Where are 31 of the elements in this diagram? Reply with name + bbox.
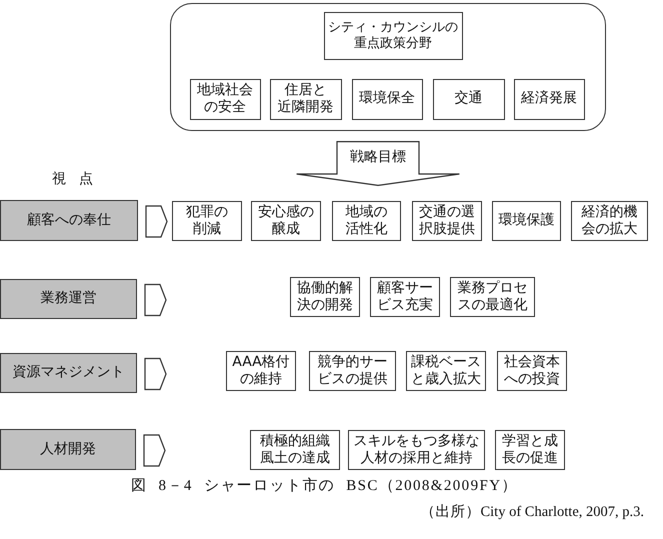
text-box: 地域の活性化: [332, 201, 401, 241]
shaded-box: 業務運営: [0, 279, 137, 319]
text-box: 環境保全: [352, 78, 422, 120]
text-box: 交通の選択肢提供: [412, 201, 482, 241]
text-box: 課税ベースと歳入拡大: [406, 351, 486, 391]
text-box: 競争的サービスの提供: [309, 351, 396, 391]
rounded-panel: [170, 3, 606, 131]
text-box: AAA格付の維持: [226, 351, 296, 391]
source-note: （出所）City of Charlotte, 2007, p.3.: [420, 503, 644, 521]
text-box: 協働的解決の開発: [290, 277, 360, 317]
block-arrow: 戦略目標: [296, 141, 460, 186]
text-box: 積極的組織風土の達成: [250, 430, 340, 470]
text-box: 犯罪の削減: [172, 201, 242, 241]
figure-caption: 図 8－4 シャーロット市の BSC（2008&2009FY）: [131, 476, 518, 495]
column-heading: 視点: [52, 170, 106, 188]
text-box: 地域社会の安全: [190, 78, 260, 120]
text-box: スキルをもつ多様な人材の採用と維持: [348, 430, 485, 470]
text-box: 経済発展: [514, 78, 584, 120]
text-box: 安心感の醸成: [251, 201, 321, 241]
shaded-box: 顧客への奉仕: [0, 200, 138, 241]
shaded-box: 人材開発: [0, 429, 136, 470]
text-box: 学習と成長の促進: [495, 430, 565, 470]
text-box: シティ・カウンシルの重点政策分野: [324, 12, 462, 60]
text-box: 社会資本への投資: [497, 351, 567, 391]
text-box: 住居と近隣開発: [270, 78, 342, 120]
shaded-box: 資源マネジメント: [0, 353, 137, 393]
text-box: 環境保護: [492, 201, 561, 241]
text-box: 経済的機会の拡大: [571, 201, 648, 241]
text-box: 交通: [432, 78, 504, 120]
text-box: 顧客サービス充実: [370, 277, 440, 317]
text-box: 業務プロセスの最適化: [450, 277, 535, 317]
